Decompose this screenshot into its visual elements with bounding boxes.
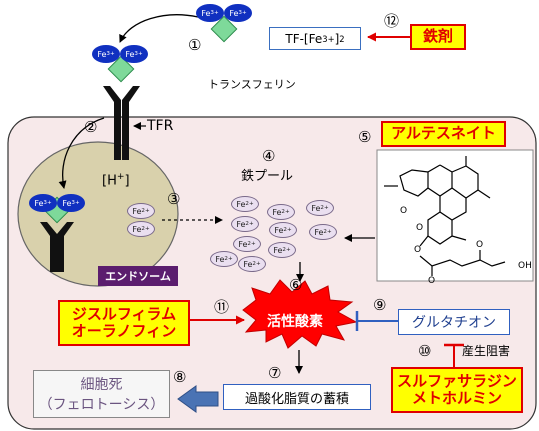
iron-agent-box: 鉄剤 xyxy=(410,24,466,50)
artesunate-structure-frame xyxy=(376,149,534,282)
artesunate-number: ⑤ xyxy=(358,128,372,146)
transferrin-number: ① xyxy=(188,36,202,54)
glutathione-box: グルタチオン xyxy=(398,309,510,335)
artesunate-o1-label: O xyxy=(400,206,407,216)
arrow-tfr-to-endosome xyxy=(58,117,105,189)
ros-label: 活性酸素 xyxy=(267,314,323,330)
tfr-receptor xyxy=(103,86,140,160)
transferrin-label: トランスフェリン xyxy=(208,78,296,91)
artesunate-o4-label: O xyxy=(428,276,435,286)
endosome-receptor xyxy=(40,222,74,272)
death-number: ⑧ xyxy=(173,368,187,386)
tfr-transferrin-diamond xyxy=(107,55,135,83)
disulfiram-number: ⑪ xyxy=(214,298,230,316)
sulfasalazine-box: スルファサラジン メトホルミン xyxy=(391,367,523,413)
endosome-number: ③ xyxy=(167,190,181,208)
arrow-lipid-to-death xyxy=(177,385,219,413)
artesunate-o2-label: O xyxy=(416,223,423,233)
iron-pool-number: ④ xyxy=(262,147,276,165)
artesunate-o3-label: O xyxy=(414,245,421,255)
iron-agent-number: ⑫ xyxy=(384,12,400,30)
artesunate-oh-label: OH xyxy=(518,261,532,271)
iron-pool-label: 鉄プール xyxy=(241,169,294,184)
tfr-number: ② xyxy=(84,118,98,136)
tfr-label: TFR xyxy=(147,118,174,134)
artesunate-structure xyxy=(384,156,506,276)
artesunate-o5-label: O xyxy=(476,240,483,250)
ros-number: ⑥ xyxy=(289,276,303,294)
endosome-body xyxy=(17,141,179,287)
production-label: 産生阻害 xyxy=(462,344,511,358)
endosome-label: エンドソーム xyxy=(98,266,178,286)
transferrin-diamond xyxy=(210,15,238,43)
arrow-tf-to-tfr xyxy=(119,14,199,43)
production-number: ⑩ xyxy=(418,342,432,360)
death-box: 細胞死 （フェロトーシス） xyxy=(33,370,170,418)
lipid-box: 過酸化脂質の蓄積 xyxy=(223,384,371,410)
disulfiram-box: ジスルフィラム オーラノフィン xyxy=(58,300,190,346)
glutathione-number: ⑨ xyxy=(373,296,387,314)
artesunate-box: アルテスネイト xyxy=(381,121,506,147)
lipid-number: ⑦ xyxy=(268,364,282,382)
endosome-h-label: [H+] xyxy=(102,172,130,189)
